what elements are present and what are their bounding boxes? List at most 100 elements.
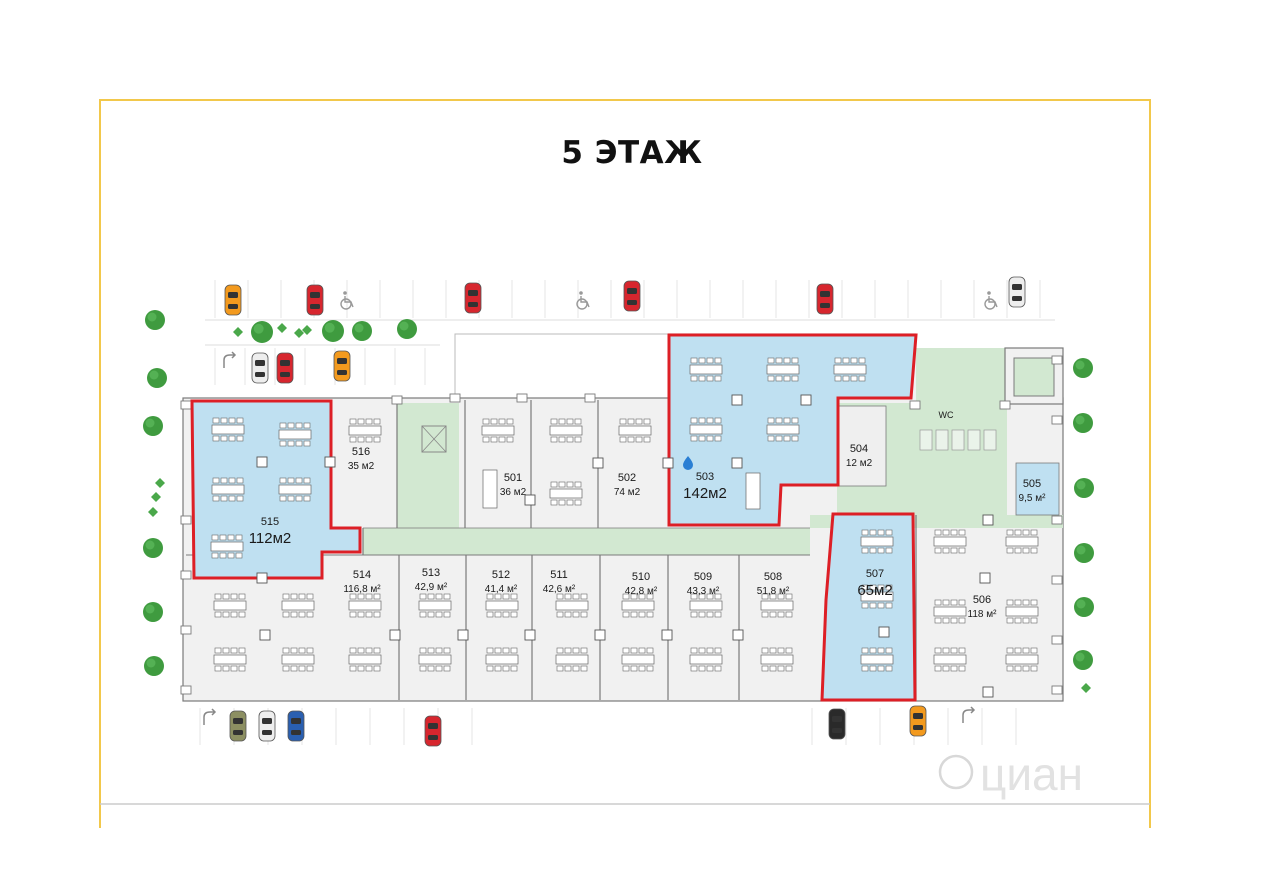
- pillar-marker: [800, 394, 812, 406]
- tree-icon: [1073, 650, 1093, 670]
- meeting-table: [482, 469, 498, 509]
- desk-cluster: [549, 418, 583, 443]
- desk-cluster: [418, 647, 452, 672]
- desk-cluster: [555, 647, 589, 672]
- building-column: [391, 395, 403, 405]
- room-number-508: 508: [764, 571, 782, 583]
- wc-stall: [983, 429, 997, 451]
- car-icon: [229, 710, 247, 742]
- room-number-514: 514: [353, 569, 371, 581]
- room-number-506: 506: [973, 594, 991, 606]
- shrub-icon: [302, 325, 312, 335]
- room-area-507: 65м2: [857, 582, 892, 599]
- car-icon: [287, 710, 305, 742]
- desk-cluster: [485, 647, 519, 672]
- desk-cluster: [211, 417, 245, 442]
- tree-icon: [1073, 413, 1093, 433]
- shrub-icon: [233, 327, 243, 337]
- car-icon: [623, 280, 641, 312]
- frame-border: [99, 99, 1151, 828]
- room-area-513: 42,9 м²: [415, 582, 448, 593]
- desk-cluster: [281, 593, 315, 618]
- car-icon: [251, 352, 269, 384]
- room-number-503: 503: [696, 471, 714, 483]
- desk-cluster: [213, 593, 247, 618]
- car-icon: [424, 715, 442, 747]
- pillar-marker: [592, 457, 604, 469]
- room-number-512: 512: [492, 569, 510, 581]
- room-number-502: 502: [618, 472, 636, 484]
- turn-arrow-icon: [962, 706, 976, 723]
- shrub-icon: [294, 328, 304, 338]
- room-507-outline: [820, 512, 917, 702]
- building-column: [1051, 575, 1063, 585]
- pillar-marker: [389, 629, 401, 641]
- desk-cluster: [689, 647, 723, 672]
- room-area-511: 42,6 м²: [543, 584, 576, 595]
- room-number-505: 505: [1023, 478, 1041, 490]
- desk-cluster: [348, 593, 382, 618]
- wheelchair-icon: [576, 291, 590, 310]
- watermark-logo: [938, 754, 974, 790]
- car-icon: [276, 352, 294, 384]
- desk-cluster: [760, 593, 794, 618]
- room-area-512: 41,4 м²: [485, 584, 518, 595]
- turn-arrow-icon: [223, 351, 237, 368]
- desk-cluster: [549, 481, 583, 506]
- pillar-marker: [732, 629, 744, 641]
- room-area-505: 9,5 м²: [1019, 493, 1047, 504]
- building-column: [999, 400, 1011, 410]
- pillar-marker: [982, 514, 994, 526]
- room-area-506: 118 м²: [968, 609, 998, 620]
- building-column: [180, 515, 192, 525]
- shrub-icon: [277, 323, 287, 333]
- pillar-marker: [524, 629, 536, 641]
- building-column: [1051, 515, 1063, 525]
- tree-icon: [251, 321, 273, 343]
- desk-cluster: [278, 477, 312, 502]
- desk-cluster: [933, 647, 967, 672]
- tree-icon: [1073, 358, 1093, 378]
- elevator-shaft: [1013, 357, 1055, 397]
- building-column: [1051, 355, 1063, 365]
- tree-icon: [322, 320, 344, 342]
- desk-cluster: [418, 593, 452, 618]
- room-number-501: 501: [504, 472, 522, 484]
- desk-cluster: [689, 357, 723, 382]
- building-column: [1051, 635, 1063, 645]
- pillar-marker: [662, 457, 674, 469]
- room-number-515: 515: [261, 516, 279, 528]
- desk-cluster: [621, 593, 655, 618]
- pillar-marker: [324, 456, 336, 468]
- tree-icon: [1074, 478, 1094, 498]
- tree-icon: [143, 602, 163, 622]
- building-column: [180, 570, 192, 580]
- room-515-outline: [190, 399, 362, 580]
- desk-cluster: [1005, 599, 1039, 624]
- building-column: [909, 400, 921, 410]
- water-drop-icon: [683, 456, 693, 470]
- room-area-508: 51,8 м²: [757, 586, 790, 597]
- building-column: [584, 393, 596, 403]
- desk-cluster: [833, 357, 867, 382]
- pillar-marker: [979, 572, 991, 584]
- desk-cluster: [555, 593, 589, 618]
- pillar-marker: [878, 626, 890, 638]
- desk-cluster: [933, 529, 967, 554]
- shrub-icon: [151, 492, 161, 502]
- car-icon: [306, 284, 324, 316]
- desk-cluster: [481, 418, 515, 443]
- room-number-504: 504: [850, 443, 868, 455]
- desk-cluster: [766, 357, 800, 382]
- shrub-icon: [155, 478, 165, 488]
- pillar-marker: [731, 394, 743, 406]
- wc-stall: [967, 429, 981, 451]
- car-icon: [464, 282, 482, 314]
- car-icon: [909, 705, 927, 737]
- stair-cross: [421, 425, 447, 453]
- turn-arrow-icon: [203, 708, 217, 725]
- building-column: [180, 400, 192, 410]
- room-area-502: 74 м2: [614, 487, 641, 498]
